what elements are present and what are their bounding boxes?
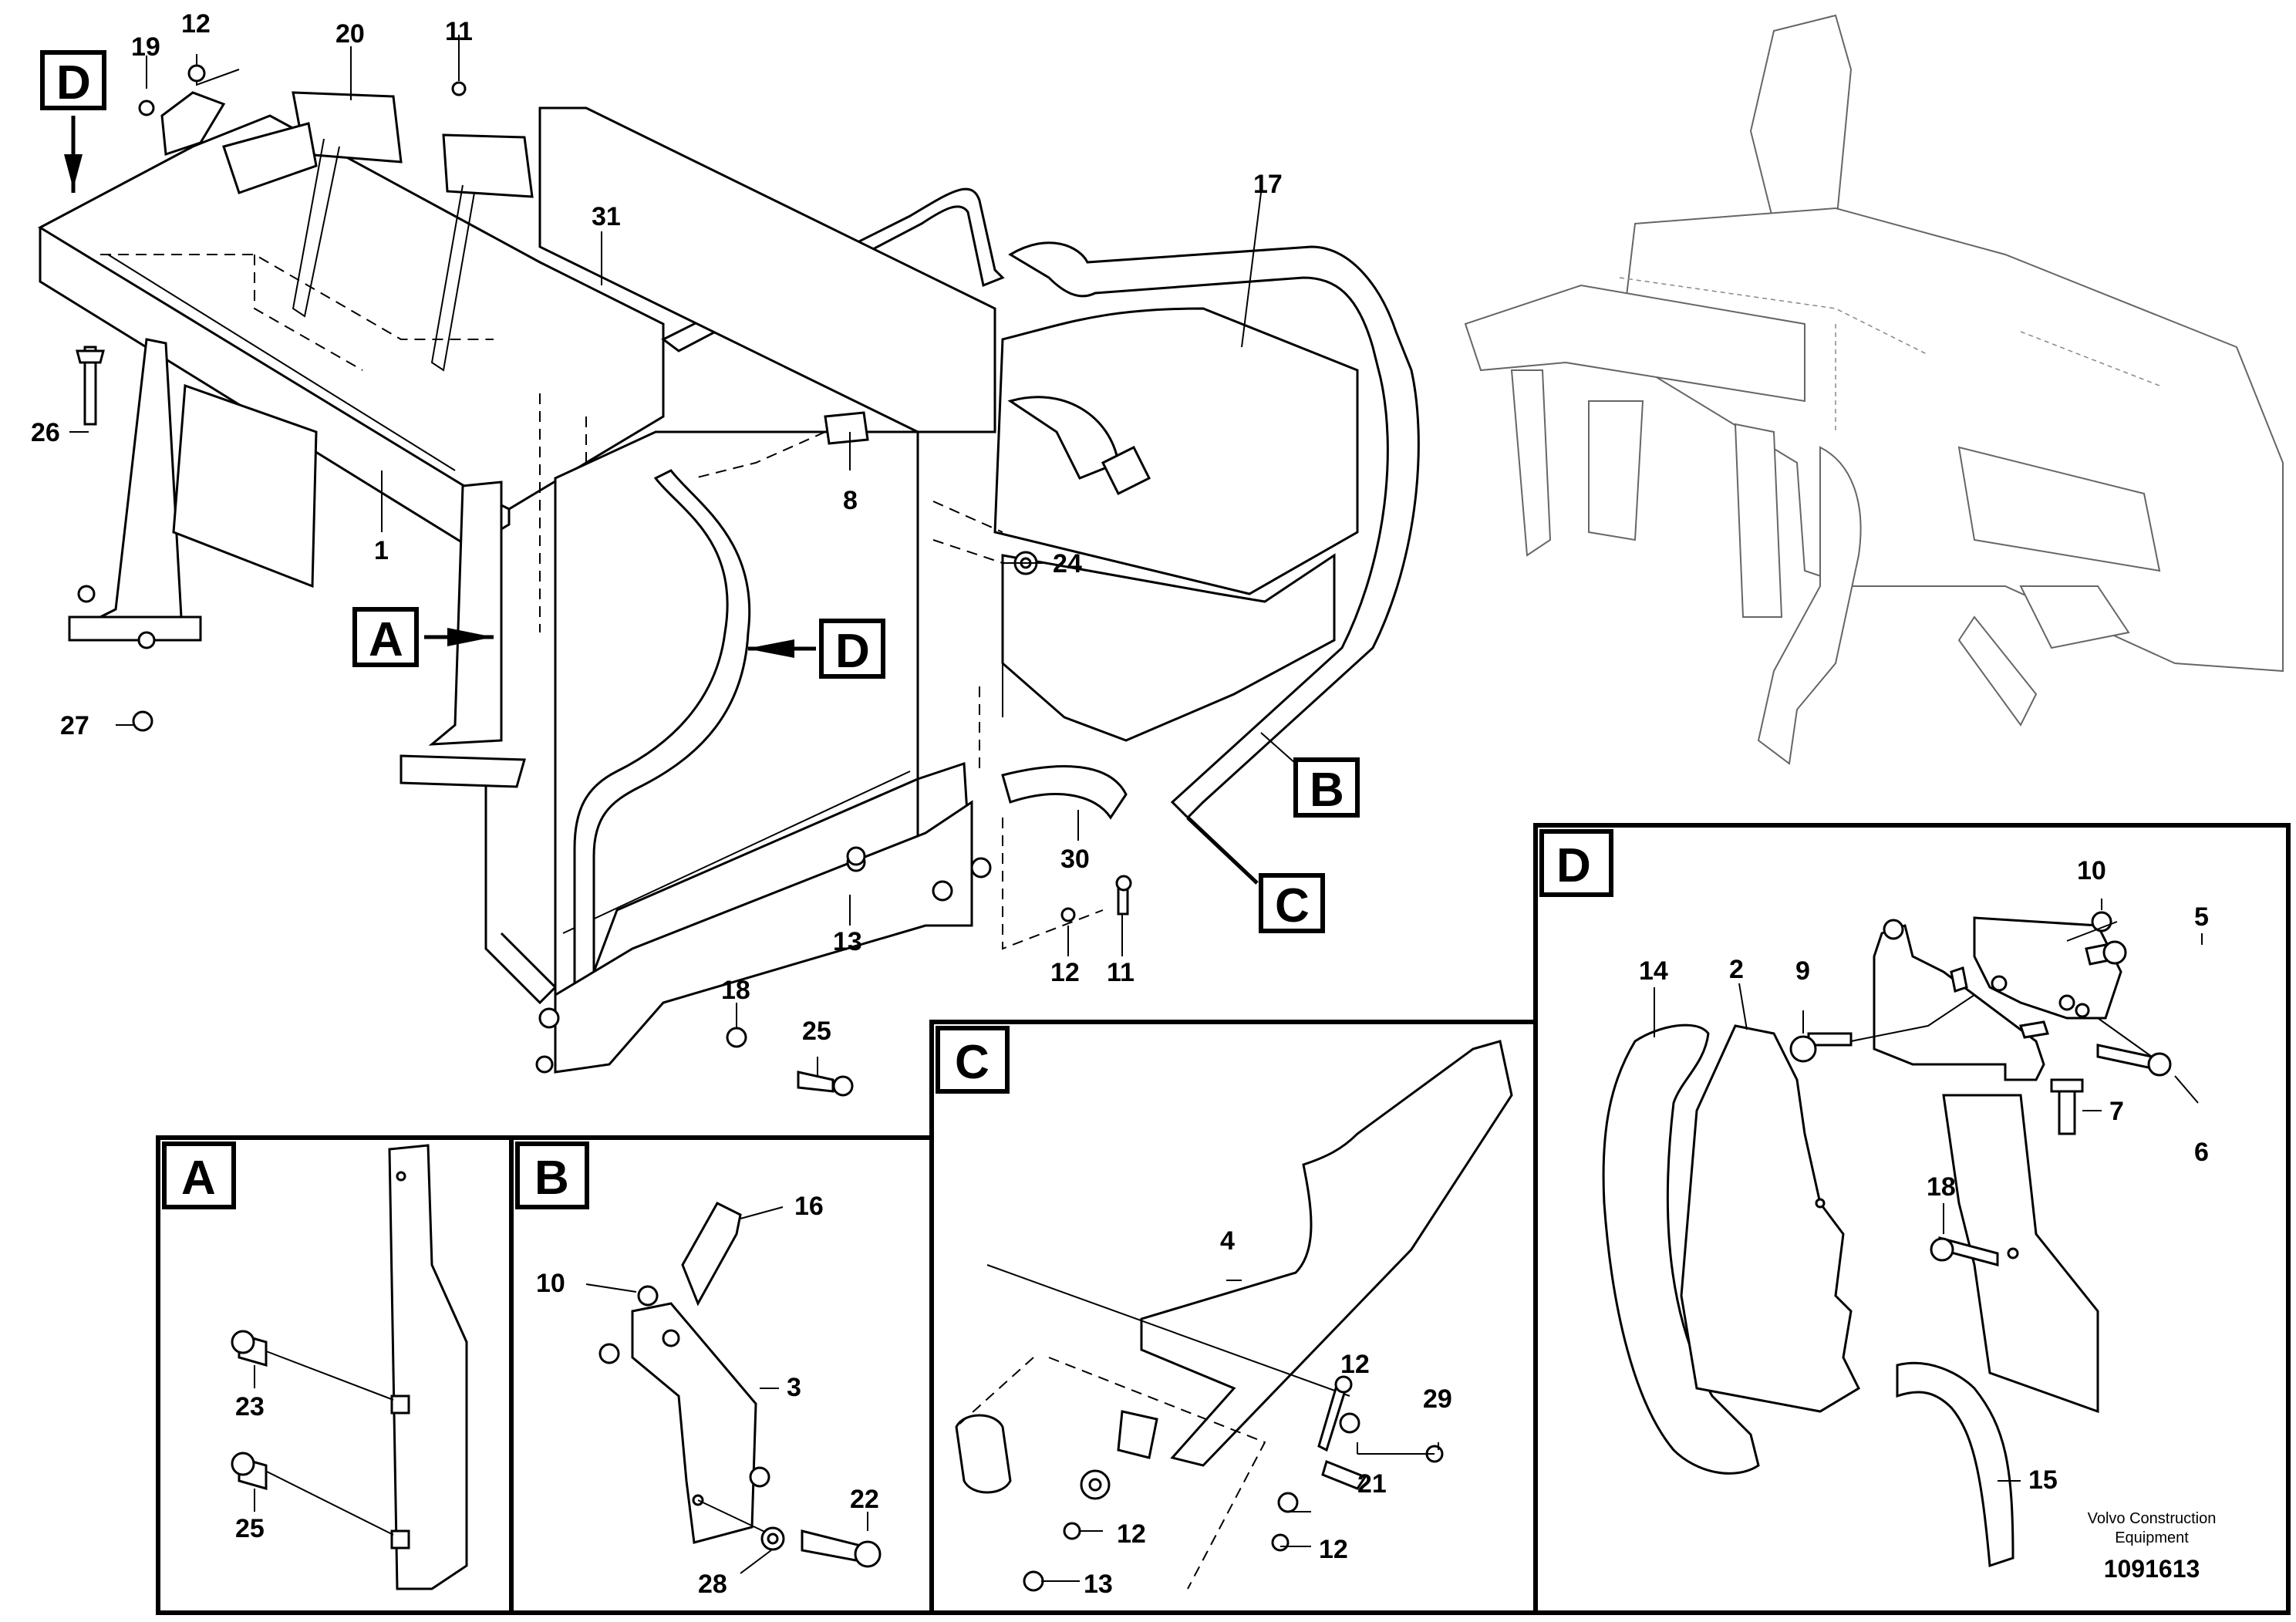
credit-block: Volvo Construction Equipment 1091613 xyxy=(2088,1510,2217,1583)
tray-assembly xyxy=(932,241,1420,950)
view-marker-a: A xyxy=(352,607,494,667)
detail-a-title: A xyxy=(181,1152,216,1205)
svg-text:C: C xyxy=(1275,879,1310,932)
callout-1: 1 xyxy=(374,536,389,565)
detail-d-panel: D xyxy=(1533,823,2291,1615)
callout-8: 8 xyxy=(843,486,858,515)
detail-d-callout-7: 7 xyxy=(2109,1097,2124,1126)
detail-b-callout-22: 22 xyxy=(850,1485,879,1514)
callout-20: 20 xyxy=(335,19,365,49)
detail-d-callout-2: 2 xyxy=(1729,955,1744,984)
callout-12-main: 12 xyxy=(1050,958,1080,987)
credit-company-line1: Volvo Construction xyxy=(2088,1510,2217,1527)
detail-b-panel: B 16 10 3 22 28 xyxy=(509,1135,934,1615)
callout-25-main: 25 xyxy=(802,1017,831,1046)
callout-27: 27 xyxy=(60,711,89,740)
callout-11-top: 11 xyxy=(445,17,473,46)
callout-31: 31 xyxy=(592,202,621,231)
detail-c-panel: C 4 12 29 21 12 12 13 xyxy=(929,1020,1538,1615)
detail-a-callout-25: 25 xyxy=(235,1514,265,1543)
detail-d-callout-15: 15 xyxy=(2028,1465,2058,1495)
detail-a-callout-23: 23 xyxy=(235,1392,265,1421)
credit-drawing-number: 1091613 xyxy=(2104,1555,2200,1583)
detail-d-callout-14: 14 xyxy=(1639,956,1668,986)
main-callouts: 19 12 20 11 31 17 26 8 1 24 27 30 13 12 … xyxy=(31,9,1283,1046)
svg-text:A: A xyxy=(369,613,403,666)
detail-d-callout-10: 10 xyxy=(2077,856,2106,885)
callout-12-top: 12 xyxy=(181,9,211,39)
detail-c-callout-4: 4 xyxy=(1220,1226,1235,1256)
detail-c-callout-12-a: 12 xyxy=(1340,1350,1370,1379)
detail-a-panel: A 23 25 xyxy=(156,1135,514,1615)
svg-text:D: D xyxy=(56,56,91,110)
detail-b-callout-3: 3 xyxy=(787,1373,801,1402)
detail-d-callout-5: 5 xyxy=(2194,902,2209,932)
detail-c-title: C xyxy=(955,1036,990,1089)
detail-d-title: D xyxy=(1556,839,1591,892)
callout-26: 26 xyxy=(31,418,60,447)
machine-context-view xyxy=(1464,14,2284,765)
callout-11-main: 11 xyxy=(1107,958,1135,987)
detail-d-callout-6: 6 xyxy=(2194,1138,2209,1167)
detail-c-callout-13: 13 xyxy=(1084,1570,1113,1599)
callout-18-main: 18 xyxy=(721,976,750,1005)
svg-text:B: B xyxy=(1310,764,1344,817)
detail-d-callout-9: 9 xyxy=(1795,956,1810,986)
detail-c-callout-29: 29 xyxy=(1423,1384,1452,1414)
view-marker-d-mid: D xyxy=(747,619,885,679)
callout-19: 19 xyxy=(131,32,160,62)
detail-c-callout-12-b: 12 xyxy=(1117,1519,1146,1549)
credit-company-line2: Equipment xyxy=(2115,1529,2189,1546)
main-fasteners xyxy=(76,64,1132,1097)
view-marker-b: B xyxy=(1293,757,1360,818)
callout-17: 17 xyxy=(1253,170,1283,199)
detail-c-callout-21: 21 xyxy=(1357,1469,1387,1499)
detail-c-callout-12-c: 12 xyxy=(1319,1535,1348,1564)
callout-13-main: 13 xyxy=(833,927,862,956)
view-marker-c: C xyxy=(1186,816,1325,933)
detail-b-callout-16: 16 xyxy=(794,1192,824,1221)
svg-text:D: D xyxy=(835,625,870,678)
detail-b-callout-28: 28 xyxy=(698,1570,727,1599)
detail-d-callout-18: 18 xyxy=(1927,1172,1956,1202)
detail-b-callout-10: 10 xyxy=(536,1269,565,1298)
view-marker-d-top: D xyxy=(40,50,106,193)
main-frame-assembly xyxy=(37,91,1005,1074)
callout-30: 30 xyxy=(1060,845,1090,874)
callout-24: 24 xyxy=(1053,549,1082,578)
detail-b-title: B xyxy=(534,1152,569,1205)
